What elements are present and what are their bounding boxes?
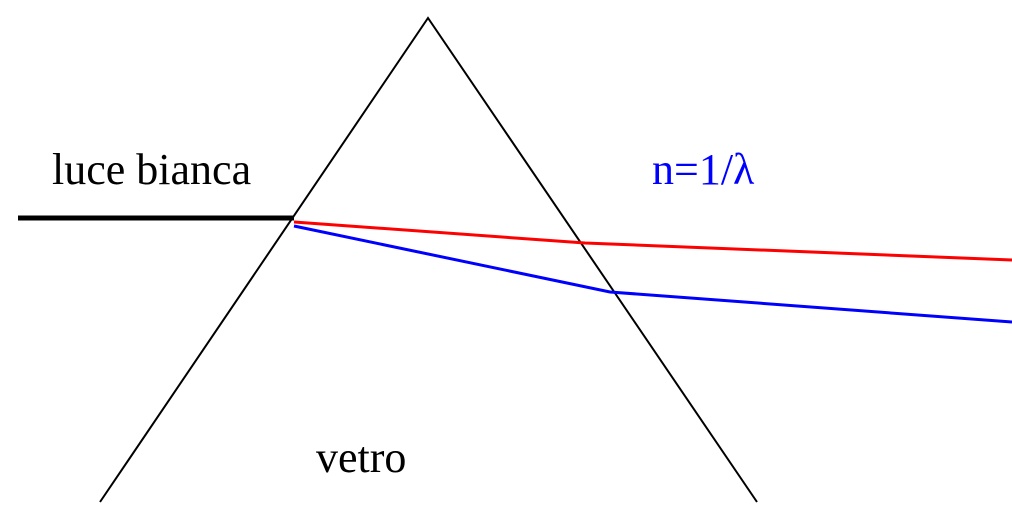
prism-outline (99, 16, 758, 503)
blue-ray (293, 224, 1012, 324)
refraction-formula-label: n=1/λ (652, 145, 755, 194)
incoming-light-label: luce bianca (52, 145, 251, 194)
red-ray (293, 220, 1012, 262)
glass-label: vetro (316, 433, 406, 482)
